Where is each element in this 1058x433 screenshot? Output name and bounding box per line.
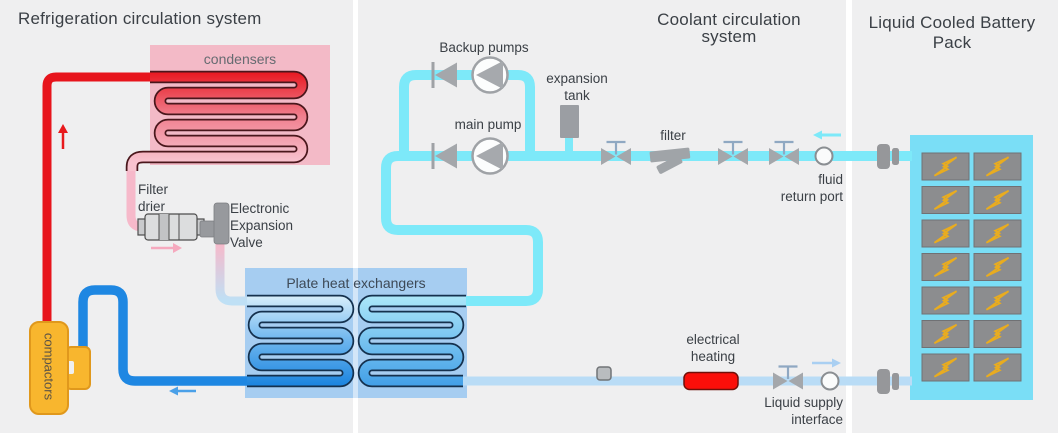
liquid-supply-interface-label-line2: interface [791, 411, 843, 427]
battery-cell [921, 219, 970, 248]
liquid-supply-interface-label-line1: Liquid supply [764, 395, 843, 410]
gate-valve-icon [599, 140, 633, 167]
battery-cell [921, 353, 970, 382]
fluid-return-port-icon [814, 146, 834, 166]
battery-cell [973, 353, 1022, 382]
filter-drier-label: Filter drier [138, 181, 168, 215]
compressor-label: compactors [41, 332, 57, 401]
battery-cell [973, 252, 1022, 282]
panel-divider-right [846, 0, 852, 433]
plate-heat-exchangers-label: Plate heat exchangers [286, 275, 426, 291]
gate-valve-icon [767, 140, 801, 167]
hx-left-coil [247, 294, 355, 388]
battery-cell [973, 286, 1022, 315]
expansion-tank-label-line2: tank [564, 88, 590, 103]
filter-drier-label-line2: drier [138, 199, 166, 214]
eev-label-line3: Valve [230, 235, 263, 250]
condensers-label: condensers [203, 51, 277, 67]
main-check-valve-icon [431, 141, 459, 171]
hot-refrigerant-pipe [42, 72, 158, 327]
expansion-tank-label-line1: expansion [546, 71, 608, 86]
eev-label: Electronic Expansion Valve [230, 200, 293, 251]
chilled-return-left-arrow [169, 386, 196, 396]
electrical-heating-label: electrical heating [675, 331, 751, 365]
eev-label-line1: Electronic [230, 201, 290, 216]
electrical-heater-icon [683, 371, 739, 391]
battery-cell [921, 286, 970, 315]
coolant-return-left-arrow [813, 130, 841, 140]
coolant-return-pipe [381, 151, 912, 306]
expansion-tank-label: expansion tank [538, 70, 616, 104]
supply-gate-valve-icon [771, 365, 805, 391]
battery-panel-title-line2: Pack [932, 33, 972, 52]
backup-check-valve-icon [431, 60, 459, 90]
chilled-return-pipe [78, 285, 249, 386]
eev-outlet-pipe [215, 244, 249, 306]
battery-cell [973, 152, 1022, 181]
coolant-supply-right-arrow [812, 358, 841, 368]
battery-panel-title: Liquid Cooled Battery Pack [860, 13, 1044, 53]
expansion-tank-icon [560, 105, 579, 138]
sensor-icon [596, 366, 612, 381]
panel-divider-left [353, 0, 358, 433]
battery-supply-connector-icon [877, 369, 899, 394]
battery-cell [921, 152, 970, 181]
liquid-supply-interface-icon [820, 371, 840, 391]
battery-cell [973, 185, 1022, 215]
fluid-return-port-label-line1: fluid [818, 172, 843, 187]
filter-label: filter [660, 128, 686, 143]
main-pump-icon [471, 137, 509, 175]
compressor-icon [29, 321, 91, 415]
fluid-return-port-label: fluid return port [757, 171, 843, 205]
backup-pumps-label: Backup pumps [439, 40, 529, 55]
fluid-return-port-label-line2: return port [780, 189, 843, 204]
battery-cell [921, 185, 970, 215]
refrigerant-right-arrow [151, 243, 182, 253]
gate-valve-icon [716, 140, 750, 167]
electronic-expansion-valve-icon [199, 202, 230, 245]
filter-icon [649, 147, 691, 174]
refrigeration-panel-title: Refrigeration circulation system [18, 9, 262, 28]
electrical-heating-label-line2: heating [690, 349, 736, 364]
battery-cell [973, 219, 1022, 248]
battery-cell [973, 319, 1022, 349]
coolant-panel-title: Coolant circulation system [657, 10, 801, 46]
battery-cell [921, 319, 970, 349]
refrigerant-up-arrow [58, 124, 68, 149]
hx-right-coil [357, 294, 466, 388]
backup-pump-branch-pipe [399, 70, 535, 158]
filter-drier-icon [137, 213, 205, 241]
filter-drier-label-line1: Filter [138, 182, 168, 197]
main-pump-label: main pump [454, 117, 522, 132]
liquid-supply-interface-label: Liquid supply interface [747, 395, 843, 428]
backup-pump-icon [471, 56, 509, 94]
battery-panel-title-line1: Liquid Cooled Battery [868, 13, 1036, 32]
electrical-heating-label-line1: electrical [686, 332, 740, 347]
condenser-coil [125, 70, 309, 171]
battery-cell [921, 252, 970, 282]
divider-overlay-strip [353, 268, 358, 398]
battery-return-connector-icon [877, 144, 899, 169]
eev-label-line2: Expansion [230, 218, 294, 233]
